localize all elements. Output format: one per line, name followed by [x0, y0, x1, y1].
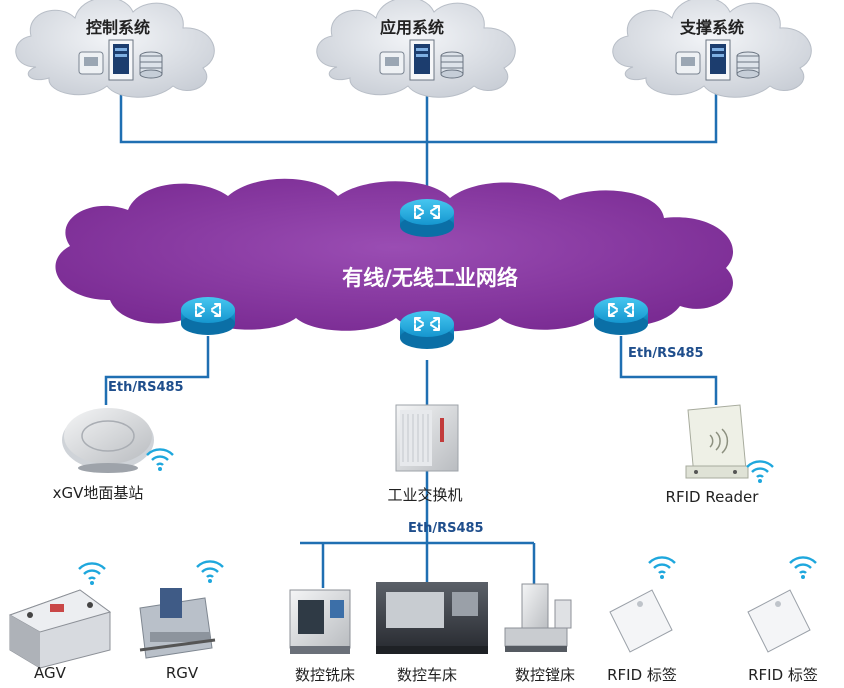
network-title: 有线/无线工业网络 [342, 266, 518, 290]
protocol-label-bottom: Eth/RS485 [408, 521, 484, 536]
protocol-label-right: Eth/RS485 [628, 346, 704, 361]
rfid-reader-icon [685, 404, 749, 479]
wifi-icon [745, 460, 775, 485]
base-station-label: xGV地面基站 [52, 484, 144, 502]
cnc-mill-icon [289, 589, 351, 654]
cnc-mill-label: 数控铣床 [294, 666, 356, 684]
wifi-icon [195, 560, 225, 585]
wifi-icon [77, 562, 107, 587]
edge-router-center-icon [399, 310, 455, 350]
cloud-label-support: 支撑系统 [679, 18, 745, 37]
cloud-label-application: 应用系统 [379, 18, 445, 37]
machine-drop-lines [321, 543, 536, 588]
base-station-icon [62, 408, 154, 473]
switch-label: 工业交换机 [387, 486, 463, 504]
industrial-switch-icon [395, 404, 459, 472]
rfid-tag-1-label: RFID 标签 [607, 666, 677, 684]
protocol-label-left: Eth/RS485 [108, 380, 184, 395]
rfid-reader-label: RFID Reader [665, 488, 759, 506]
rfid-tag-2-icon [747, 589, 811, 653]
cnc-lathe-icon [376, 582, 488, 654]
cnc-boring-icon [504, 583, 572, 652]
edge-router-left-icon [180, 296, 236, 336]
rgv-icon [139, 588, 216, 659]
base-station-link-line [104, 336, 210, 405]
cloud-label-control: 控制系统 [85, 18, 151, 37]
rfid-tag-2-label: RFID 标签 [748, 666, 818, 684]
rfid-tag-1-icon [609, 589, 673, 653]
system-bus-line [119, 62, 718, 144]
wifi-icon [145, 448, 175, 473]
industrial-network-cloud [55, 178, 734, 332]
rgv-label: RGV [165, 664, 199, 682]
cnc-boring-label: 数控镗床 [514, 666, 576, 684]
agv-label: AGV [34, 664, 66, 682]
reader-link-line [619, 336, 718, 405]
cnc-lathe-label: 数控车床 [396, 666, 458, 684]
wifi-icon [788, 556, 818, 581]
agv-icon [8, 589, 112, 669]
core-router-icon [399, 198, 455, 238]
edge-router-right-icon [593, 296, 649, 336]
wifi-icon [647, 556, 677, 581]
